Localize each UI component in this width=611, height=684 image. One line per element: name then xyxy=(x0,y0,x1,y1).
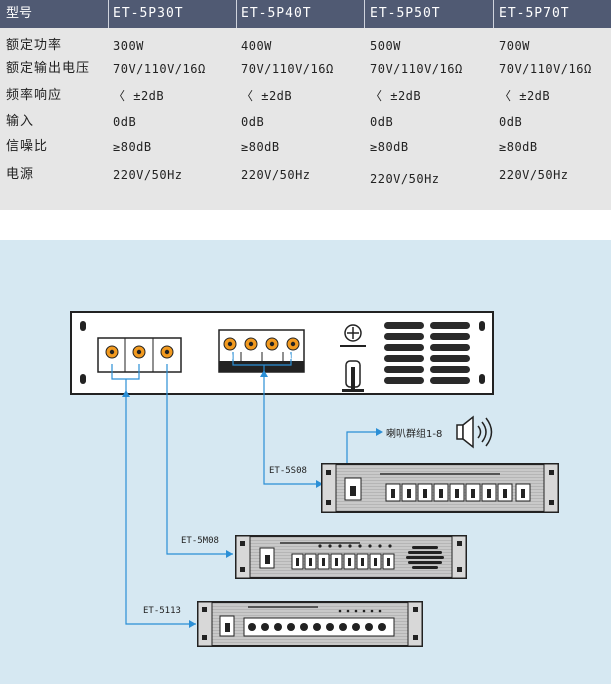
row-value: 220V/50Hz xyxy=(499,168,569,182)
header-model-4: ET-5P70T xyxy=(499,6,570,21)
ventilation-grille xyxy=(384,322,470,384)
terminal-label: 16Ω xyxy=(244,354,255,361)
row-value: 300W xyxy=(113,39,144,53)
amplifier-rear-panel xyxy=(70,311,494,395)
row-value: ≥80dB xyxy=(370,140,409,154)
device-label-et-5m08: ET-5M08 xyxy=(181,536,219,546)
column-divider xyxy=(364,0,365,28)
row-value: 0dB xyxy=(499,115,523,129)
row-value: 0dB xyxy=(113,115,137,129)
row-value: 0dB xyxy=(370,115,394,129)
row-label: 频率响应 xyxy=(6,88,63,103)
row-value: 〈 ±2dB xyxy=(113,89,165,103)
header-model-label: 型号 xyxy=(6,6,33,21)
table-row: 电源 220V/50Hz 220V/50Hz 220V/50Hz 220V/50… xyxy=(0,162,611,188)
row-value: 220V/50Hz xyxy=(370,172,440,186)
table-row: 输入 0dB 0dB 0dB 0dB xyxy=(0,109,611,135)
row-value: 0dB xyxy=(241,115,265,129)
table-row: 额定输出电压 70V/110V/16Ω 70V/110V/16Ω 70V/110… xyxy=(0,56,611,82)
row-label: 额定功率 xyxy=(6,38,63,53)
table-row: 信噪比 ≥80dB ≥80dB ≥80dB ≥80dB xyxy=(0,134,611,160)
power-cord-icon xyxy=(342,360,364,392)
terminal-label: 110V xyxy=(285,354,300,361)
speaker-grille xyxy=(406,546,444,569)
row-value: 500W xyxy=(370,39,401,53)
row-value: 220V/50Hz xyxy=(241,168,311,182)
column-divider xyxy=(493,0,494,28)
output-terminal-block xyxy=(218,329,305,373)
row-value: 700W xyxy=(499,39,530,53)
header-model-1: ET-5P30T xyxy=(113,6,184,21)
table-row: 额定功率 300W 400W 500W 700W xyxy=(0,33,611,59)
row-value: 400W xyxy=(241,39,272,53)
table-header: 型号 ET-5P30T ET-5P40T ET-5P50T ET-5P70T xyxy=(0,0,611,28)
column-divider xyxy=(108,0,109,28)
column-divider xyxy=(236,0,237,28)
row-value: 220V/50Hz xyxy=(113,168,183,182)
spec-table: 型号 ET-5P30T ET-5P40T ET-5P50T ET-5P70T 额… xyxy=(0,0,611,210)
row-label: 信噪比 xyxy=(6,139,49,154)
row-value: 〈 ±2dB xyxy=(241,89,293,103)
ground-terminal-icon xyxy=(340,324,366,347)
wiring xyxy=(111,352,378,625)
row-value: 〈 ±2dB xyxy=(499,89,551,103)
row-value: 70V/110V/16Ω xyxy=(370,62,463,76)
table-row: 频率响应 〈 ±2dB 〈 ±2dB 〈 ±2dB 〈 ±2dB xyxy=(0,83,611,109)
row-value: 70V/110V/16Ω xyxy=(113,62,206,76)
device-et-5113 xyxy=(197,601,423,647)
device-et-5s08 xyxy=(321,463,559,513)
speaker-icon xyxy=(456,415,493,449)
row-value: 〈 ±2dB xyxy=(370,89,422,103)
device-et-5m08 xyxy=(235,535,467,579)
header-model-2: ET-5P40T xyxy=(241,6,312,21)
row-label: 输入 xyxy=(6,114,35,129)
row-value: ≥80dB xyxy=(241,140,280,154)
row-value: ≥80dB xyxy=(113,140,152,154)
device-label-et-5s08: ET-5S08 xyxy=(269,466,307,476)
row-label: 电源 xyxy=(6,167,35,182)
device-label-et-5113: ET-5113 xyxy=(143,606,181,616)
row-value: ≥80dB xyxy=(499,140,538,154)
row-value: 70V/110V/16Ω xyxy=(499,62,592,76)
header-model-3: ET-5P50T xyxy=(370,6,441,21)
row-value: 70V/110V/16Ω xyxy=(241,62,334,76)
terminal-label: COM xyxy=(222,354,233,361)
terminal-label: 70V xyxy=(265,354,276,361)
speaker-group-label: 喇叭群组1-8 xyxy=(386,429,443,440)
row-label: 额定输出电压 xyxy=(6,61,91,76)
connection-diagram: COM 16Ω 70V 110V 喇叭群组1-8 ET-5S08 ET-5M08… xyxy=(0,240,611,684)
